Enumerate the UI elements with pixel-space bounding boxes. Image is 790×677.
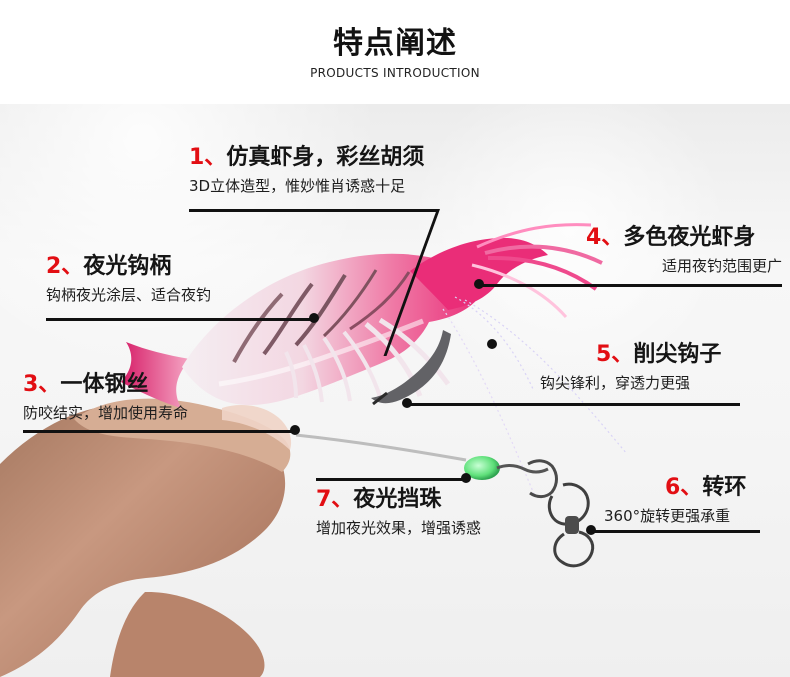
feature-6-number: 6、 xyxy=(665,475,703,500)
feature-2: 2、夜光钩柄 钩柄夜光涂层、适合夜钓 xyxy=(46,255,316,305)
feature-2-title: 2、夜光钩柄 xyxy=(46,255,316,279)
feature-6: 6、转环 360°旋转更强承重 xyxy=(604,476,784,526)
page-title: 特点阐述 xyxy=(333,26,457,61)
lure-illustration xyxy=(0,223,628,677)
feature-6-title: 6、转环 xyxy=(604,476,784,500)
wire xyxy=(295,433,467,462)
guide-line-5 xyxy=(410,403,740,406)
feature-5-title: 5、削尖钩子 xyxy=(540,343,740,367)
feature-4-label: 多色夜光虾身 xyxy=(623,225,756,250)
product-photo: 1、仿真虾身，彩丝胡须 3D立体造型，惟妙惟肖诱惑十足 2、夜光钩柄 钩柄夜光涂… xyxy=(0,104,790,677)
feature-6-description: 360°旋转更强承重 xyxy=(604,507,731,525)
feature-1-number: 1、 xyxy=(189,145,227,170)
feature-6-label: 转环 xyxy=(702,475,747,500)
feature-4-number: 4、 xyxy=(586,225,624,250)
feature-3: 3、一体钢丝 防咬结实，增加使用寿命 xyxy=(23,373,293,423)
marker-3 xyxy=(290,425,300,435)
marker-1 xyxy=(487,339,497,349)
feature-4: 4、多色夜光虾身 适用夜钓范围更广 xyxy=(586,226,782,276)
feature-7-description: 增加夜光效果，增强诱惑 xyxy=(316,519,482,537)
feature-7-number: 7、 xyxy=(316,487,354,512)
feature-2-label: 夜光钩柄 xyxy=(83,254,172,279)
feature-3-number: 3、 xyxy=(23,372,61,397)
marker-6 xyxy=(586,525,596,535)
hook xyxy=(371,330,451,404)
feature-7-title: 7、夜光挡珠 xyxy=(316,488,556,512)
guide-line-2 xyxy=(46,318,314,321)
shrimp-tail xyxy=(121,342,190,408)
marker-5 xyxy=(402,398,412,408)
shrimp-head xyxy=(410,223,628,495)
guide-line-1 xyxy=(189,209,439,212)
marker-2 xyxy=(309,313,319,323)
guide-line-6 xyxy=(592,530,760,533)
feature-1-label: 仿真虾身，彩丝胡须 xyxy=(226,145,425,170)
page-subtitle: PRODUCTS INTRODUCTION xyxy=(310,66,480,80)
feature-5-description: 钩尖锋利，穿透力更强 xyxy=(540,374,691,392)
feature-7: 7、夜光挡珠 增加夜光效果，增强诱惑 xyxy=(316,488,556,538)
marker-4 xyxy=(474,279,484,289)
header: 特点阐述 PRODUCTS INTRODUCTION xyxy=(0,0,790,104)
glow-bead xyxy=(464,456,500,480)
hand xyxy=(0,398,292,677)
feature-3-title: 3、一体钢丝 xyxy=(23,373,293,397)
swivel-assembly xyxy=(496,459,595,568)
feature-2-description: 钩柄夜光涂层、适合夜钓 xyxy=(46,286,212,304)
feature-5-label: 削尖钩子 xyxy=(633,342,722,367)
feature-1: 1、仿真虾身，彩丝胡须 3D立体造型，惟妙惟肖诱惑十足 xyxy=(189,146,444,196)
feature-3-description: 防咬结实，增加使用寿命 xyxy=(23,404,189,422)
feature-4-description: 适用夜钓范围更广 xyxy=(661,257,782,275)
guide-line-3 xyxy=(23,430,295,433)
feature-3-label: 一体钢丝 xyxy=(60,372,149,397)
feature-4-title: 4、多色夜光虾身 xyxy=(586,226,782,250)
guide-line-7 xyxy=(316,478,466,481)
feature-7-label: 夜光挡珠 xyxy=(353,487,442,512)
feature-1-title: 1、仿真虾身，彩丝胡须 xyxy=(189,146,444,170)
feature-5-number: 5、 xyxy=(596,342,634,367)
feature-2-number: 2、 xyxy=(46,254,84,279)
feature-5: 5、削尖钩子 钩尖锋利，穿透力更强 xyxy=(540,343,740,393)
marker-7 xyxy=(461,473,471,483)
guide-line-4 xyxy=(480,284,782,287)
feature-1-description: 3D立体造型，惟妙惟肖诱惑十足 xyxy=(189,177,406,195)
